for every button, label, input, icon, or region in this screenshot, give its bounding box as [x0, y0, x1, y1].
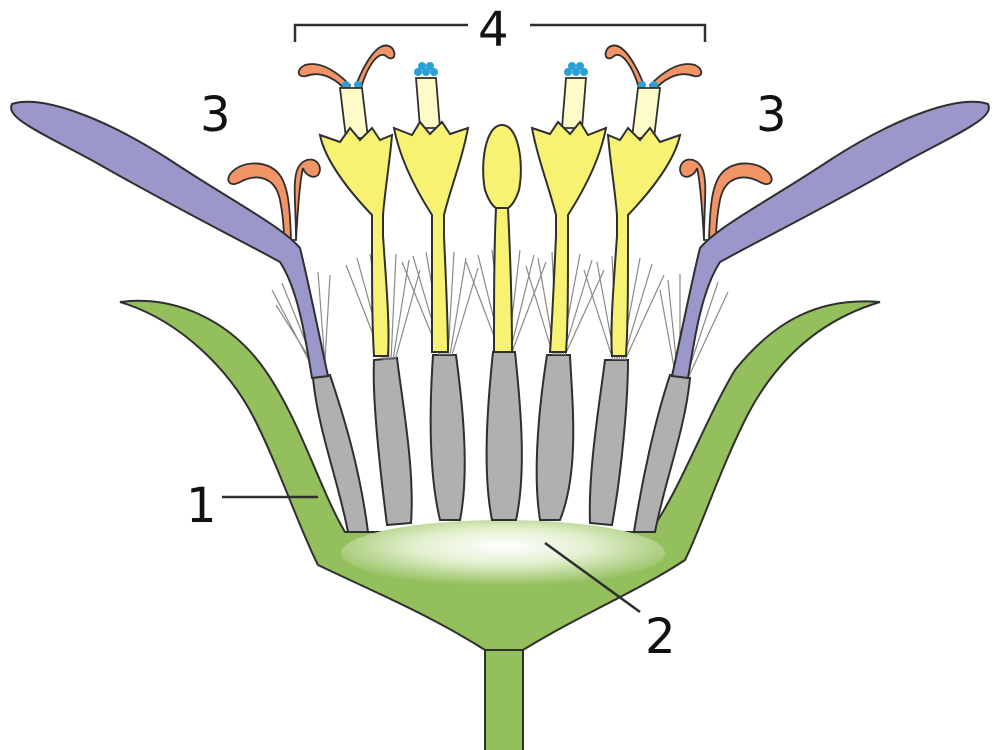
ray-stigma-right	[679, 158, 773, 241]
disc-anther-tube-5	[630, 87, 662, 139]
ray-floret-left	[10, 100, 330, 380]
disc-bud-3	[482, 123, 522, 212]
disc-floret-5	[604, 44, 703, 357]
nectary	[341, 520, 665, 586]
disc-corolla-2	[392, 120, 470, 353]
achene-1	[311, 373, 370, 533]
leader-2	[544, 541, 641, 614]
disc-anther-tube-1	[338, 87, 370, 139]
achene-7	[632, 373, 692, 533]
disc-floret-2	[392, 62, 470, 353]
achene-2	[372, 356, 413, 527]
disc-corolla-1	[318, 126, 394, 357]
achene-6	[588, 359, 630, 527]
achenes	[311, 351, 692, 533]
disc-anther-tube-4	[561, 77, 587, 129]
label-ray-right: 3	[756, 87, 787, 143]
disc-corolla-4	[530, 120, 608, 353]
bracket-4	[293, 23, 707, 42]
disc-floret-3	[482, 123, 522, 353]
disc-floret-1	[297, 44, 396, 357]
stem	[484, 639, 524, 750]
achene-5	[535, 354, 575, 521]
disc-stigma-5	[604, 44, 703, 95]
leader-lines	[222, 23, 707, 614]
ray-ligule-right	[670, 100, 990, 380]
ray-stigma-left	[227, 158, 321, 241]
disc-corolla-5	[606, 126, 682, 357]
ray-ligule-left	[10, 100, 330, 380]
label-nectary: 2	[645, 609, 676, 665]
achene-4	[485, 351, 523, 521]
achene-3	[429, 354, 466, 521]
ray-floret-right	[670, 100, 990, 380]
label-ray-left: 3	[200, 87, 231, 143]
label-receptacle: 1	[186, 478, 217, 534]
disc-stigma-1	[297, 44, 396, 95]
disc-anther-tube-2	[415, 77, 441, 129]
disc-tube-3	[492, 207, 514, 353]
receptacle	[119, 299, 881, 750]
label-disc-florets: 4	[478, 2, 509, 58]
disc-floret-4	[530, 62, 608, 353]
